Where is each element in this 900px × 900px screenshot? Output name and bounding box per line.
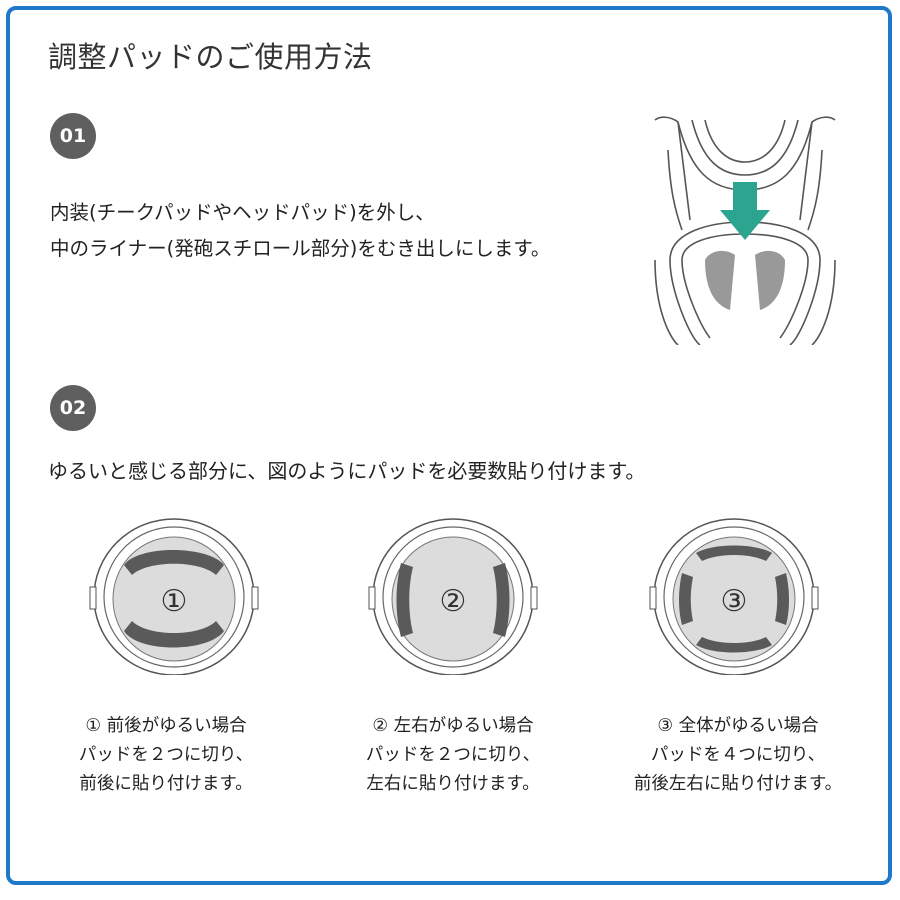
helmet-front-back-pads-icon: ① <box>89 518 259 675</box>
case-line1: パッドを４つに切り、 <box>650 745 826 765</box>
case-caption-3: ③ 全体がゆるい場合 パッドを４つに切り、 前後左右に貼り付けます。 <box>598 712 878 799</box>
step1-line1: 内装(チークパッドやヘッドパッド)を外し、 <box>50 201 435 224</box>
step2-instructions: ゆるいと感じる部分に、図のようにパッドを必要数貼り付けます。 <box>48 459 646 483</box>
helmet-left-right-pads-icon: ② <box>368 518 538 675</box>
case-number-3: ③ <box>721 584 748 619</box>
step1-line2: 中のライナー(発砲スチロール部分)をむき出しにします。 <box>50 237 551 260</box>
case-number-1: ① <box>161 584 188 619</box>
case-line1: パッドを２つに切り、 <box>78 745 254 765</box>
step1-instructions: 内装(チークパッドやヘッドパッド)を外し、 中のライナー(発砲スチロール部分)を… <box>50 195 550 267</box>
case-caption-2: ② 左右がゆるい場合 パッドを２つに切り、 左右に貼り付けます。 <box>313 712 593 799</box>
case-number-2: ② <box>440 584 467 619</box>
case-line2: 左右に貼り付けます。 <box>366 774 540 794</box>
case-heading: ③ 全体がゆるい場合 <box>657 716 819 736</box>
step-badge-02: 02 <box>50 385 96 431</box>
case-line2: 前後左右に貼り付けます。 <box>633 774 843 794</box>
content-frame <box>6 6 892 885</box>
case-heading: ① 前後がゆるい場合 <box>85 716 247 736</box>
step-badge-01: 01 <box>50 113 96 159</box>
case-heading: ② 左右がゆるい場合 <box>372 716 534 736</box>
case-line1: パッドを２つに切り、 <box>365 745 541 765</box>
page-title: 調整パッドのご使用方法 <box>48 40 373 74</box>
case-line2: 前後に貼り付けます。 <box>79 774 253 794</box>
case-caption-1: ① 前後がゆるい場合 パッドを２つに切り、 前後に貼り付けます。 <box>26 712 306 799</box>
helmet-four-pads-icon: ③ <box>649 518 819 675</box>
helmet-liner-arrow-icon <box>654 116 836 345</box>
